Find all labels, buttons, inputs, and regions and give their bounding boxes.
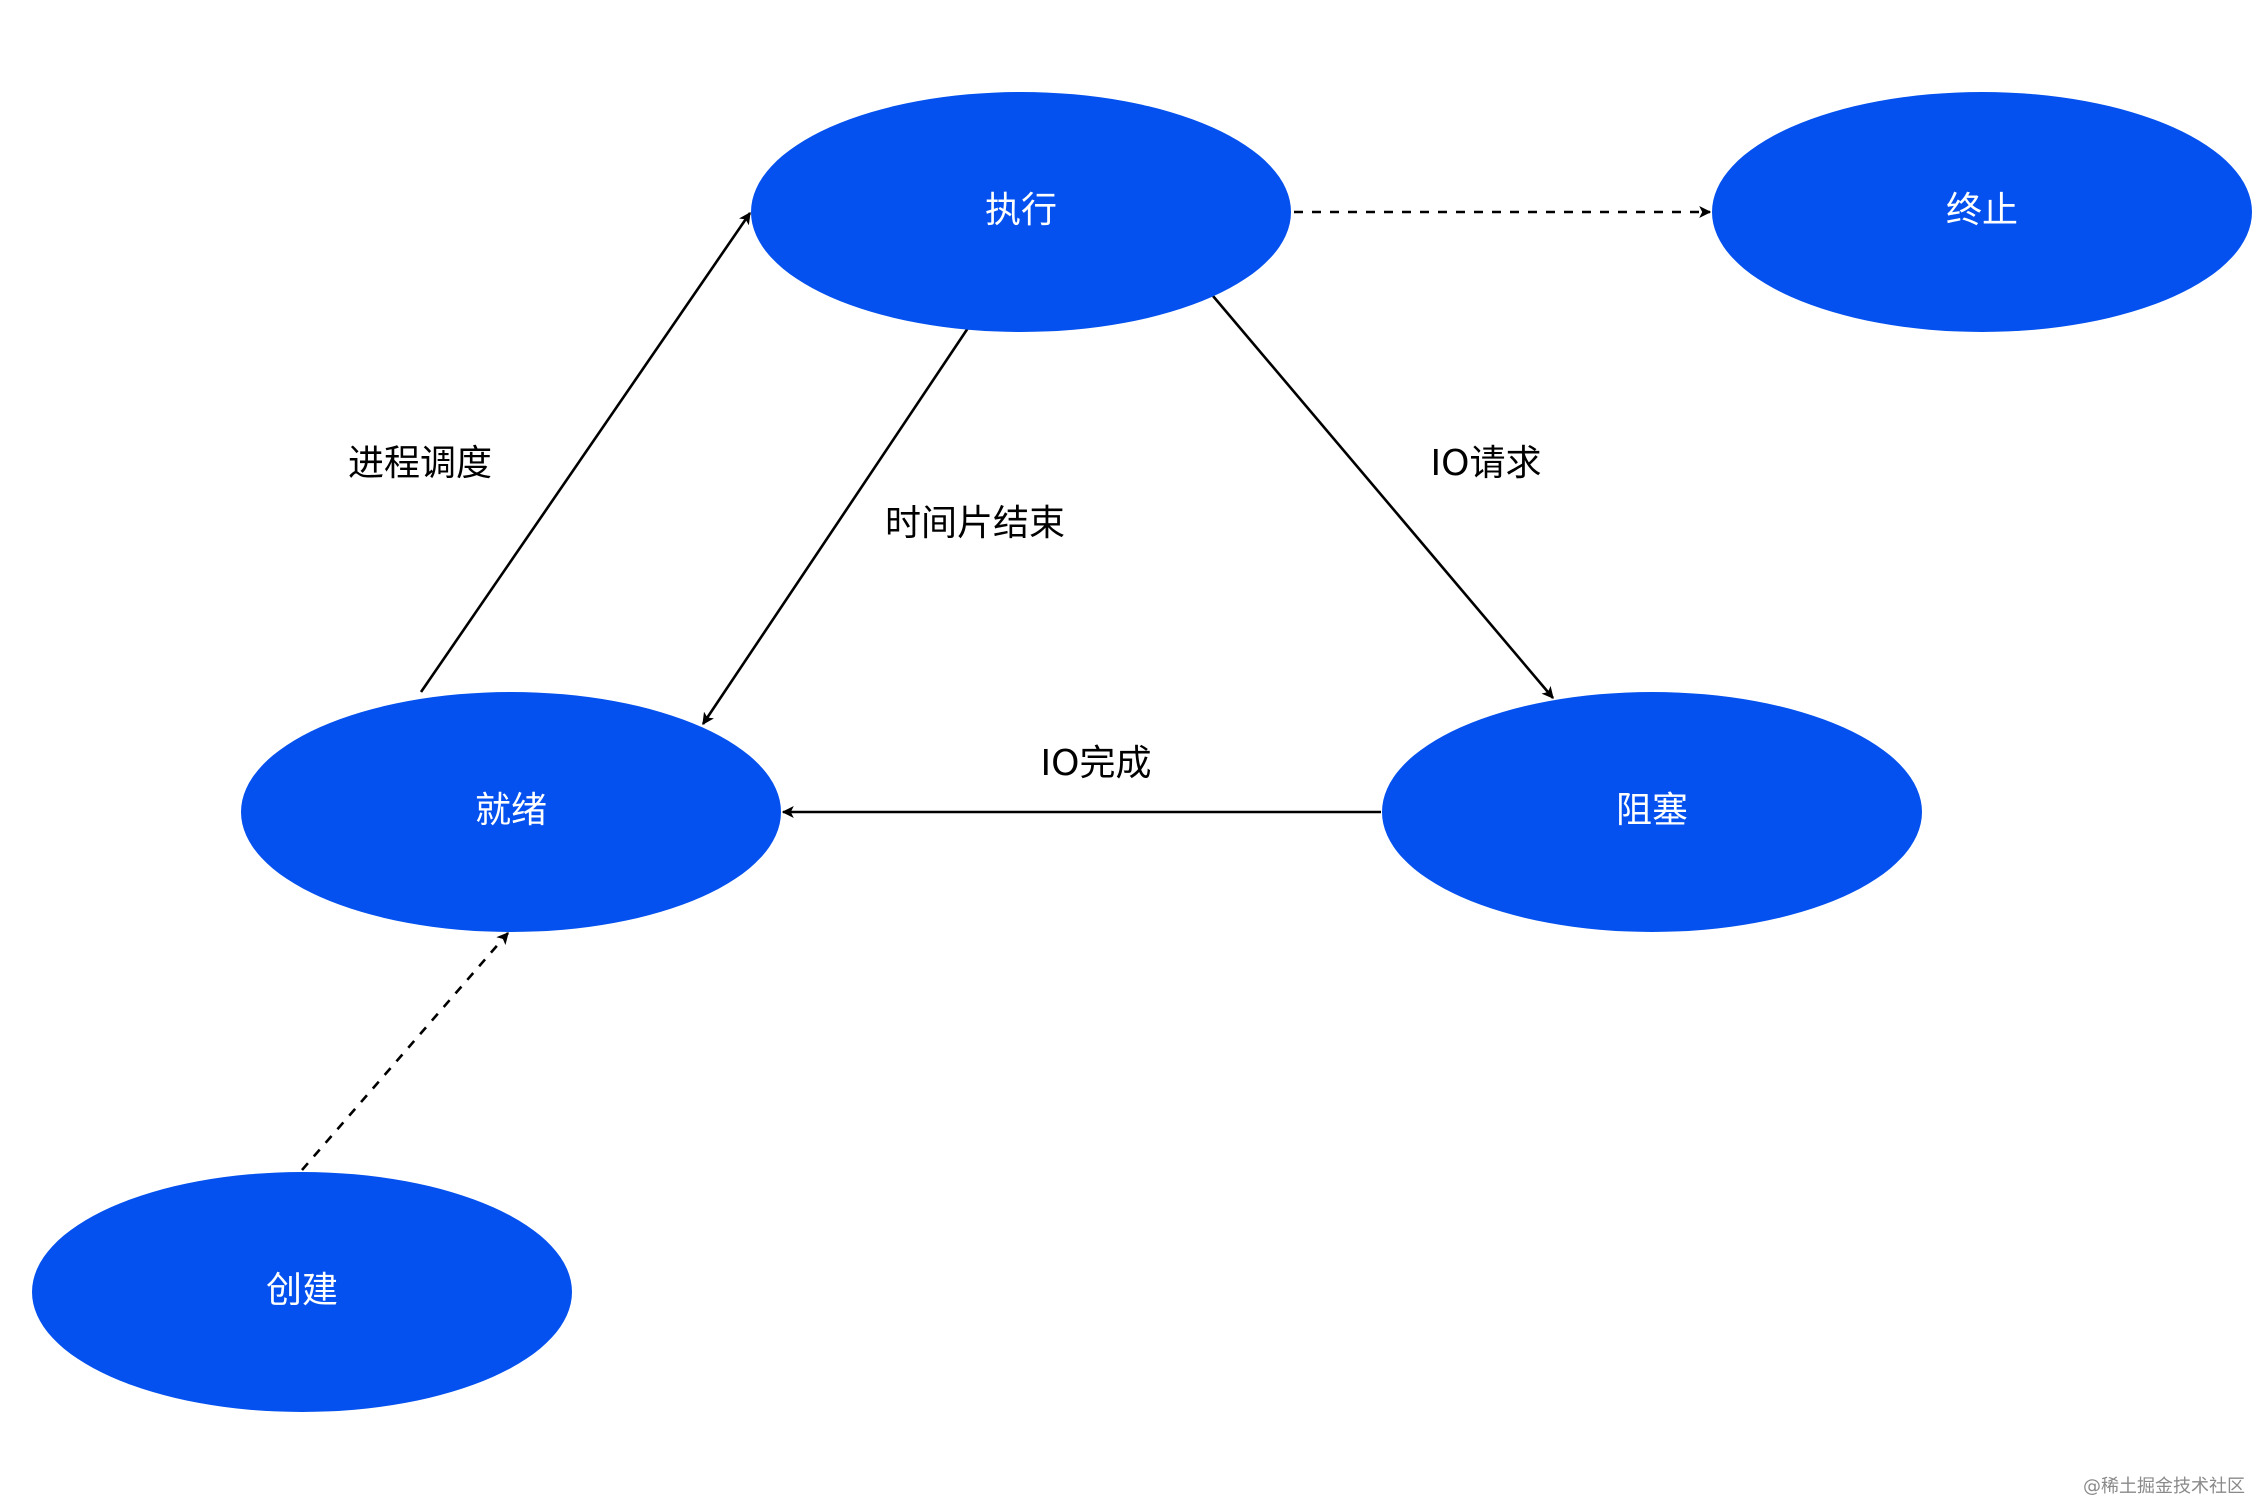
edge-label-io-request: IO请求 (1431, 443, 1542, 484)
node-ready: 就绪 (241, 692, 781, 932)
node-terminated-shape (1712, 92, 2252, 332)
edge-labels: 进程调度 时间片结束 IO请求 IO完成 (348, 443, 1541, 784)
edge-label-scheduling: 进程调度 (348, 443, 492, 484)
node-blocked-label: 阻塞 (1616, 790, 1688, 831)
node-ready-shape (241, 692, 781, 932)
node-running: 执行 (751, 92, 1291, 332)
edge-running-to-ready (701, 327, 970, 725)
edge-created-to-ready (301, 932, 509, 1171)
edge-label-time-slice-end: 时间片结束 (885, 503, 1065, 544)
edge-label-io-complete: IO完成 (1041, 743, 1152, 784)
nodes: 执行 终止 就绪 阻塞 创建 (32, 92, 2252, 1412)
node-created-label: 创建 (266, 1270, 338, 1311)
node-terminated: 终止 (1712, 92, 2252, 332)
edge-running-to-blocked (1212, 295, 1554, 699)
node-blocked: 阻塞 (1382, 692, 1922, 932)
node-running-shape (751, 92, 1291, 332)
edges (301, 206, 1712, 1171)
watermark: @稀土掘金技术社区 (2083, 1476, 2245, 1497)
node-terminated-label: 终止 (1946, 190, 2018, 231)
node-blocked-shape (1382, 692, 1922, 932)
node-created-shape (32, 1172, 572, 1412)
node-created: 创建 (32, 1172, 572, 1412)
node-ready-label: 就绪 (475, 790, 547, 831)
node-running-label: 执行 (985, 190, 1057, 231)
edge-ready-to-running (419, 212, 752, 693)
